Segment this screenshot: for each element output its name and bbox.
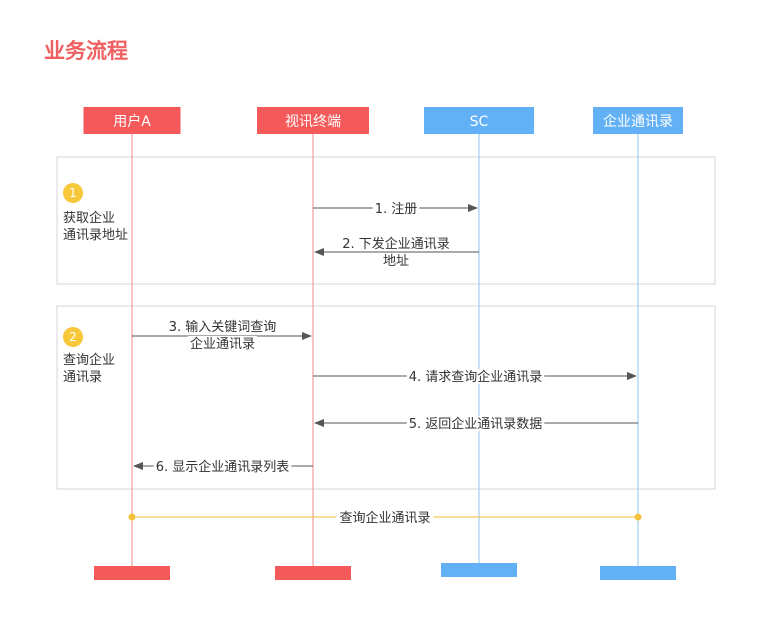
message-label: 1. 注册 xyxy=(375,202,418,217)
message-label-bg xyxy=(153,459,292,474)
message-label: 地址 xyxy=(383,254,409,269)
participant-footer-terminal xyxy=(275,566,351,580)
participant-header-sc xyxy=(424,107,534,134)
step-badge-number: 1 xyxy=(69,186,77,200)
participant-footer-userA xyxy=(94,566,170,580)
participant-header-userA xyxy=(83,107,181,134)
message-label: 企业通讯录 xyxy=(190,336,255,352)
step-badge xyxy=(63,183,83,203)
section-label: 获取企业 xyxy=(63,210,115,226)
message-label-bg xyxy=(187,336,258,351)
section-label: 通讯录地址 xyxy=(63,228,128,243)
participant-label-terminal: 视讯终端 xyxy=(285,114,341,130)
message-label: 3. 输入关键词查询 xyxy=(169,319,277,335)
section-label: 通讯录 xyxy=(63,370,102,385)
participant-header-directory xyxy=(593,107,683,134)
step-badge xyxy=(63,327,83,347)
message-label-bg xyxy=(406,416,545,431)
summary-label: 查询企业通讯录 xyxy=(339,510,430,526)
participant-label-directory: 企业通讯录 xyxy=(603,113,673,130)
message-label-bg xyxy=(406,369,545,384)
summary-label-bg xyxy=(336,509,434,525)
section-label: 查询企业 xyxy=(63,352,115,368)
participant-footer-sc xyxy=(441,563,517,577)
section-frame xyxy=(56,305,716,490)
summary-endpoint xyxy=(634,513,642,521)
summary-endpoint xyxy=(128,513,136,521)
message-label-bg xyxy=(166,319,279,334)
participant-header-terminal xyxy=(257,107,369,134)
message-label: 5. 返回企业通讯录数据 xyxy=(409,416,543,432)
message-label: 2. 下发企业通讯录 xyxy=(342,236,450,252)
participant-footer-directory xyxy=(600,566,676,580)
message-label: 6. 显示企业通讯录列表 xyxy=(156,459,290,475)
step-badge-number: 2 xyxy=(69,330,77,344)
lifelines-layer xyxy=(131,134,639,566)
message-label: 4. 请求查询企业通讯录 xyxy=(409,369,543,385)
message-label-bg xyxy=(380,253,412,268)
section-frame xyxy=(56,156,716,285)
page-title: 业务流程 xyxy=(44,39,128,63)
message-label-bg xyxy=(372,201,420,216)
participant-label-sc: SC xyxy=(470,114,489,130)
message-label-bg xyxy=(340,236,452,251)
summary-layer: 查询企业通讯录 xyxy=(128,509,642,526)
participant-label-userA: 用户A xyxy=(113,113,151,130)
participants-layer: 用户A 视讯终端 SC 企业通讯录 xyxy=(83,107,683,580)
